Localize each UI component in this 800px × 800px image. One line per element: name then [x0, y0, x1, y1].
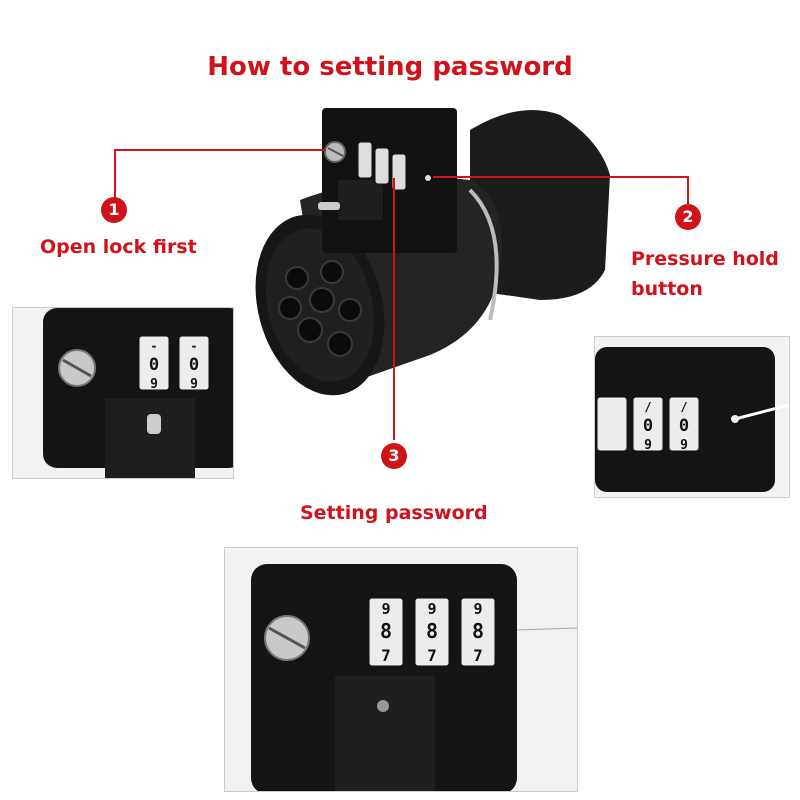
- svg-text:9: 9: [381, 600, 390, 618]
- detail-hold-button-panel: / / 0 0 9 9: [594, 336, 790, 498]
- step-1-badge: 1: [101, 197, 127, 223]
- svg-text:9: 9: [150, 377, 158, 392]
- step-1-label: Open lock first: [40, 236, 197, 258]
- hold-button-icon: [425, 175, 431, 181]
- svg-text:7: 7: [473, 646, 483, 665]
- step-3-label: Setting password: [300, 502, 488, 524]
- svg-text:0: 0: [643, 416, 653, 436]
- step-2-label-line1: Pressure hold: [631, 248, 779, 270]
- svg-text:7: 7: [427, 646, 437, 665]
- svg-text:9: 9: [427, 600, 436, 618]
- svg-text:9: 9: [644, 438, 652, 453]
- svg-text:0: 0: [679, 416, 689, 436]
- step-2-label-line2: button: [631, 278, 703, 300]
- svg-text:8: 8: [426, 619, 438, 643]
- svg-text:-: -: [150, 339, 157, 353]
- svg-text:9: 9: [680, 438, 688, 453]
- svg-text:8: 8: [380, 619, 392, 643]
- step-3-badge: 3: [381, 443, 407, 469]
- detail-open-lock-panel: - - 0 0 9 9: [12, 307, 234, 479]
- step-2-badge: 2: [675, 204, 701, 230]
- svg-text:8: 8: [472, 619, 484, 643]
- svg-text:0: 0: [149, 355, 159, 375]
- detail-setting-password-panel: 9 9 9 8 8 8 7 7 7: [224, 547, 578, 792]
- svg-text:0: 0: [189, 355, 199, 375]
- svg-text:/: /: [644, 400, 651, 414]
- lock-dials: [357, 141, 407, 191]
- svg-text:9: 9: [190, 377, 198, 392]
- page-title: How to setting password: [207, 52, 573, 82]
- socket-pins: [278, 260, 362, 357]
- svg-text:9: 9: [473, 600, 482, 618]
- svg-text:7: 7: [381, 646, 391, 665]
- svg-text:/: /: [680, 400, 687, 414]
- svg-text:-: -: [190, 339, 197, 353]
